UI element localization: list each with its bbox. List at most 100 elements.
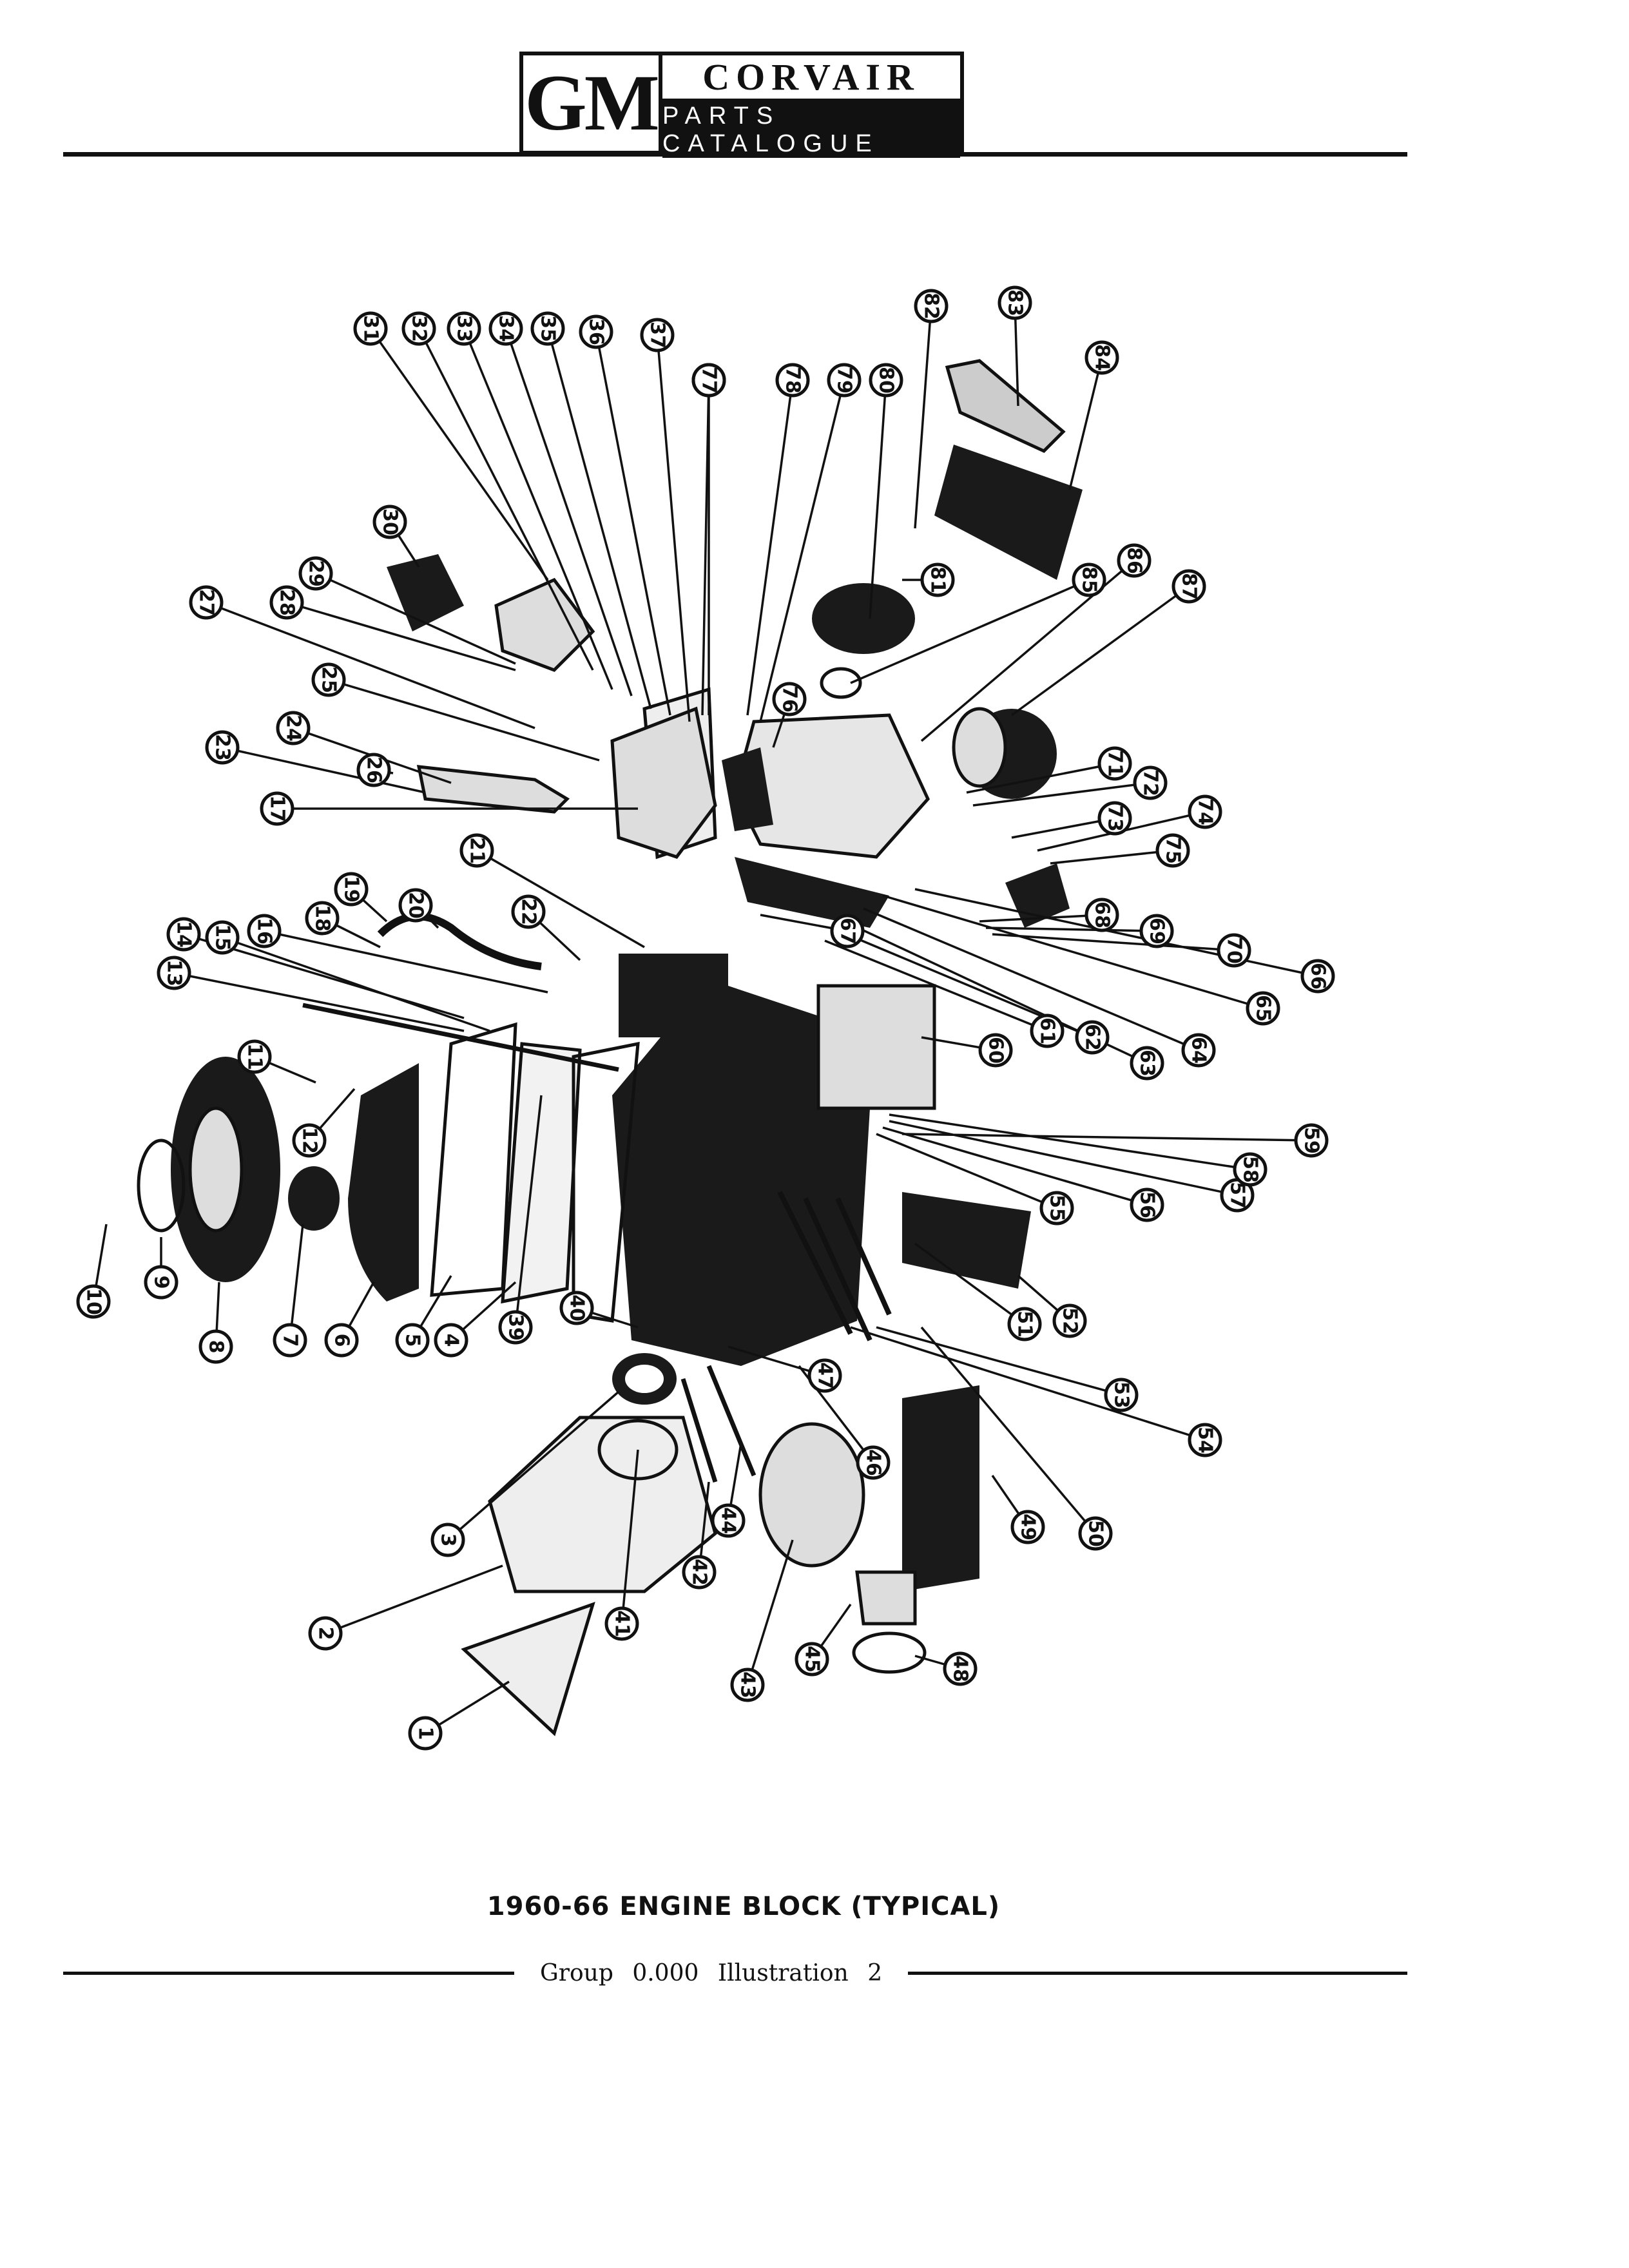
callout-circle-50 bbox=[1078, 1516, 1113, 1551]
callout-78: 78 bbox=[775, 363, 810, 398]
callout-42: 42 bbox=[682, 1555, 717, 1590]
callout-number-80: 80 bbox=[875, 367, 898, 394]
leader-line-69 bbox=[985, 927, 1157, 932]
callout-number-55: 55 bbox=[1046, 1195, 1068, 1222]
figure-caption: 1960-66 ENGINE BLOCK (TYPICAL) bbox=[487, 1892, 1001, 1921]
callout-number-13: 13 bbox=[163, 959, 186, 986]
callout-circle-3 bbox=[430, 1523, 465, 1557]
callout-circle-80 bbox=[869, 363, 903, 398]
part-oil-pan bbox=[348, 1063, 419, 1302]
callout-circle-33 bbox=[447, 311, 481, 346]
callout-circle-47 bbox=[807, 1358, 842, 1393]
callout-21: 21 bbox=[459, 833, 494, 868]
callout-circle-48 bbox=[943, 1651, 978, 1686]
callout-number-74: 74 bbox=[1194, 798, 1217, 825]
callout-number-47: 47 bbox=[814, 1362, 836, 1389]
callout-77: 77 bbox=[691, 363, 726, 398]
callout-28: 28 bbox=[269, 585, 304, 620]
callout-circle-85 bbox=[1072, 562, 1106, 597]
callout-68: 68 bbox=[1084, 898, 1119, 932]
callout-48: 48 bbox=[943, 1651, 978, 1686]
callout-76: 76 bbox=[772, 682, 807, 716]
callout-circle-77 bbox=[691, 363, 726, 398]
callout-number-85: 85 bbox=[1078, 566, 1101, 593]
callout-circle-39 bbox=[498, 1310, 533, 1345]
callout-39: 39 bbox=[498, 1310, 533, 1345]
callout-number-5: 5 bbox=[401, 1334, 424, 1347]
callout-69: 69 bbox=[1139, 914, 1174, 948]
callout-circle-23 bbox=[205, 730, 240, 765]
callout-circle-2 bbox=[308, 1616, 343, 1651]
callout-number-78: 78 bbox=[782, 367, 804, 394]
callout-52: 52 bbox=[1052, 1303, 1087, 1338]
callout-number-71: 71 bbox=[1104, 750, 1126, 777]
callout-number-36: 36 bbox=[585, 318, 608, 345]
callout-number-50: 50 bbox=[1084, 1520, 1107, 1547]
callout-circle-9 bbox=[144, 1265, 178, 1300]
callout-circle-12 bbox=[292, 1123, 327, 1158]
leader-line-64 bbox=[863, 907, 1199, 1052]
callout-number-32: 32 bbox=[408, 315, 430, 342]
callout-36: 36 bbox=[579, 314, 613, 349]
callout-number-24: 24 bbox=[282, 715, 305, 742]
callout-number-12: 12 bbox=[298, 1127, 321, 1154]
callout-number-35: 35 bbox=[537, 315, 559, 342]
leader-line-16 bbox=[264, 930, 548, 994]
part-bracket-83 bbox=[945, 359, 1066, 454]
part-dipstick-13 bbox=[302, 1003, 619, 1072]
leader-line-25 bbox=[328, 678, 600, 762]
callout-number-72: 72 bbox=[1139, 769, 1162, 796]
callout-circle-43 bbox=[730, 1667, 765, 1702]
callout-circle-35 bbox=[530, 311, 565, 346]
leader-line-32 bbox=[418, 328, 594, 671]
callout-number-16: 16 bbox=[253, 918, 276, 945]
callout-number-25: 25 bbox=[318, 666, 340, 693]
callout-46: 46 bbox=[856, 1445, 891, 1480]
callout-61: 61 bbox=[1030, 1014, 1065, 1048]
callout-number-27: 27 bbox=[195, 589, 218, 616]
leader-line-23 bbox=[222, 746, 426, 794]
callout-10: 10 bbox=[76, 1284, 111, 1319]
leader-line-54 bbox=[850, 1326, 1206, 1441]
callout-number-11: 11 bbox=[244, 1043, 266, 1070]
callout-number-63: 63 bbox=[1136, 1050, 1159, 1077]
leader-line-34 bbox=[505, 328, 633, 697]
callout-number-39: 39 bbox=[505, 1314, 527, 1341]
callout-number-37: 37 bbox=[646, 322, 669, 349]
callout-circle-74 bbox=[1188, 794, 1222, 829]
callout-number-19: 19 bbox=[340, 876, 363, 903]
callout-number-29: 29 bbox=[305, 560, 327, 587]
part-crankcase bbox=[612, 979, 870, 1366]
part-housing-76 bbox=[722, 747, 773, 831]
callout-circle-37 bbox=[640, 318, 675, 352]
engine-parts-artwork bbox=[137, 359, 1083, 1736]
callout-number-58: 58 bbox=[1239, 1156, 1262, 1183]
callout-circle-8 bbox=[198, 1329, 233, 1364]
leader-line-55 bbox=[876, 1133, 1057, 1209]
callout-50: 50 bbox=[1078, 1516, 1113, 1551]
callout-number-6: 6 bbox=[331, 1334, 353, 1347]
callout-15: 15 bbox=[205, 920, 240, 955]
callout-number-84: 84 bbox=[1091, 344, 1113, 371]
callout-circle-75 bbox=[1155, 833, 1190, 868]
part-crank-hub bbox=[288, 1166, 340, 1231]
leader-line-28 bbox=[286, 601, 516, 671]
callout-circle-87 bbox=[1171, 569, 1206, 604]
leader-line-75 bbox=[1050, 849, 1173, 865]
callout-circle-24 bbox=[276, 711, 311, 745]
callout-20: 20 bbox=[398, 888, 433, 923]
callout-circle-56 bbox=[1130, 1187, 1164, 1222]
callout-circle-22 bbox=[511, 894, 546, 929]
leader-line-83 bbox=[1014, 302, 1019, 407]
part-bell-housing bbox=[488, 1416, 717, 1593]
callout-circle-31 bbox=[353, 311, 388, 346]
callout-number-68: 68 bbox=[1091, 901, 1113, 928]
part-cover-gasket bbox=[619, 954, 728, 1037]
callout-circle-78 bbox=[775, 363, 810, 398]
callout-number-81: 81 bbox=[927, 566, 949, 593]
callout-circle-26 bbox=[356, 753, 391, 787]
leader-line-13 bbox=[173, 972, 465, 1032]
leader-line-31 bbox=[369, 327, 549, 581]
callout-12: 12 bbox=[292, 1123, 327, 1158]
